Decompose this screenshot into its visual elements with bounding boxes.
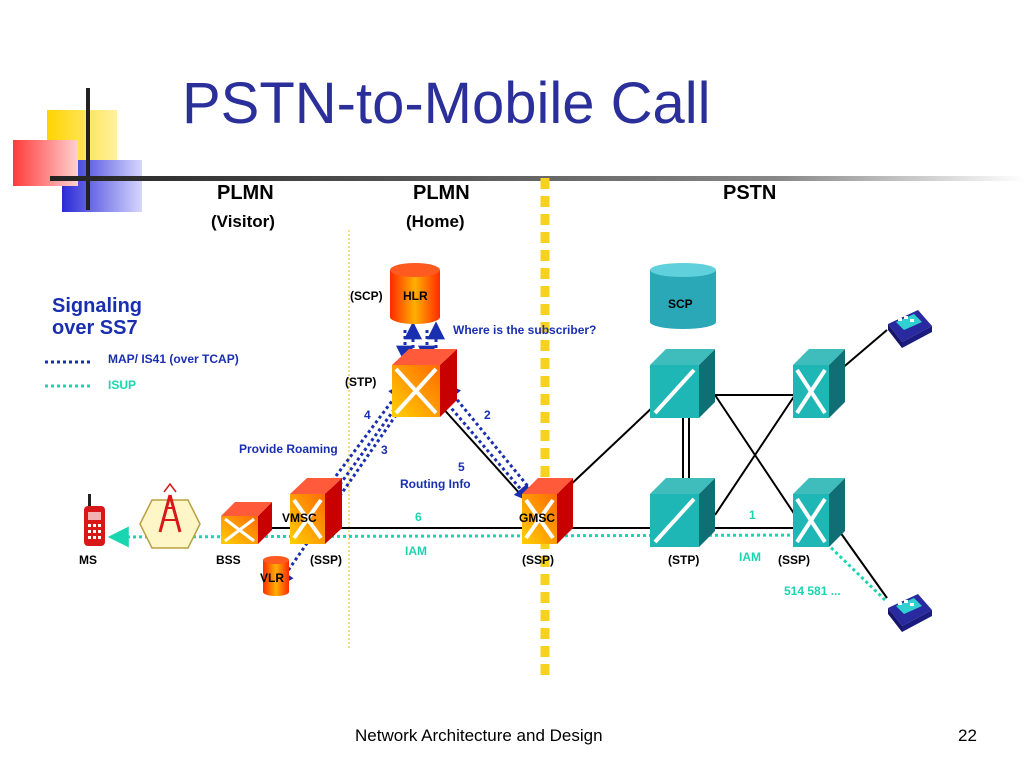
step-4-label: 4 — [364, 408, 371, 422]
stp-home-role-label: (STP) — [345, 375, 377, 389]
step-6-label: 6 — [415, 510, 422, 524]
vmsc-switch-icon — [290, 478, 342, 544]
trunk-lines — [270, 329, 888, 599]
legend-heading-line1: Signaling — [52, 295, 142, 317]
provide-roaming-label: Provide Roaming — [239, 442, 338, 456]
plmn-home-subtitle: (Home) — [406, 212, 465, 231]
gmsc-switch-icon — [522, 478, 573, 544]
scp-label: SCP — [668, 297, 693, 311]
slide-title: PSTN-to-Mobile Call — [182, 71, 711, 136]
pstn-ssp-role-label: (SSP) — [778, 553, 811, 567]
scp-cylinder-icon — [650, 263, 716, 329]
title-underline — [50, 176, 1024, 181]
bss-label: BSS — [216, 553, 241, 567]
legend-isup-label: ISUP — [108, 378, 137, 392]
step-1-label: 1 — [749, 508, 756, 522]
desk-telephone-top-icon — [888, 310, 932, 348]
gmsc-role-label: (SSP) — [522, 553, 555, 567]
mobile-phone-icon — [84, 494, 105, 546]
step-3-label: 3 — [381, 443, 388, 457]
iam-right-label: IAM — [739, 550, 761, 564]
pstn-ssp-upper-switch-icon — [793, 349, 845, 418]
base-station-tower-icon — [139, 482, 201, 549]
pstn-stp-upper-switch-icon — [650, 349, 715, 418]
pstn-stp-role-label: (STP) — [668, 553, 700, 567]
plmn-home-title: PLMN — [413, 182, 470, 204]
vlr-label: VLR — [260, 571, 284, 585]
step-2-label: 2 — [484, 408, 491, 422]
routing-info-label: Routing Info — [400, 477, 471, 491]
bss-switch-icon — [221, 502, 272, 544]
hlr-cylinder-icon — [390, 263, 440, 324]
pstn-ssp-lower-switch-icon — [793, 478, 845, 547]
legend-heading-line2: over SS7 — [52, 317, 138, 339]
hlr-label: HLR — [403, 289, 428, 303]
plmn-visitor-title: PLMN — [217, 182, 274, 204]
ms-label: MS — [79, 553, 97, 567]
step-5-label: 5 — [458, 460, 465, 474]
isup-signaling-paths — [107, 526, 887, 602]
vmsc-label: VMSC — [282, 511, 317, 525]
vmsc-role-label: (SSP) — [310, 553, 343, 567]
pstn-title: PSTN — [723, 182, 777, 204]
footer-text: Network Architecture and Design — [355, 726, 603, 745]
stp-home-switch-icon — [392, 349, 457, 417]
hlr-role-label: (SCP) — [350, 289, 383, 303]
legend-map-label: MAP/ IS41 (over TCAP) — [108, 352, 239, 366]
corner-logo-icon — [13, 88, 142, 212]
desk-telephone-bottom-icon — [888, 594, 932, 632]
pstn-stp-lower-switch-icon — [650, 478, 715, 547]
plmn-visitor-subtitle: (Visitor) — [211, 212, 275, 231]
vlr-cylinder-icon — [263, 556, 289, 596]
dialed-number-label: 514 581 ... — [784, 584, 841, 598]
gmsc-label: GMSC — [519, 511, 555, 525]
where-is-subscriber-label: Where is the subscriber? — [453, 323, 597, 337]
iam-left-label: IAM — [405, 544, 427, 558]
page-number: 22 — [958, 726, 977, 745]
